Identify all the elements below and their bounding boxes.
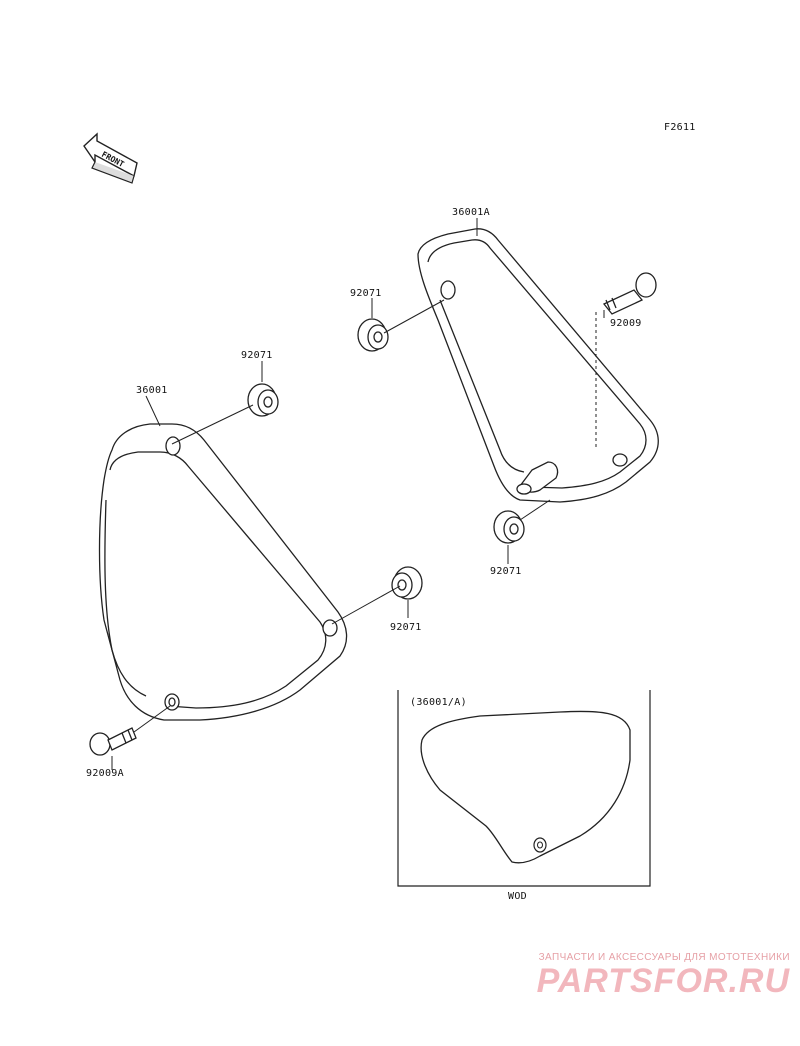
leader-lines: [111, 218, 605, 770]
part-label-92071-c: 92071: [490, 566, 522, 577]
left-side-cover: [98, 423, 348, 721]
diagram-code: F2611: [664, 122, 696, 133]
part-label-36001a: 36001A: [452, 207, 490, 218]
watermark-logo[interactable]: PARTSFOR.RU: [536, 962, 790, 1000]
inset-caption: WOD: [508, 891, 527, 902]
part-label-92071-d: 92071: [390, 622, 422, 633]
part-label-36001: 36001: [136, 385, 168, 396]
watermark-tagline: ЗАПЧАСТИ И АКСЕССУАРЫ ДЛЯ МОТОТЕХНИКИ: [538, 952, 790, 963]
part-label-92009a: 92009A: [86, 768, 124, 779]
inset-title: (36001/A): [410, 697, 467, 708]
part-label-92009: 92009: [610, 318, 642, 329]
inset-box: [397, 690, 651, 887]
right-side-cover: [417, 228, 659, 503]
bolt-icon: [89, 272, 657, 756]
part-label-92071-b: 92071: [241, 350, 273, 361]
front-arrow-icon: FRONT: [83, 132, 138, 184]
grommet-icon: [247, 318, 525, 600]
part-label-92071-a: 92071: [350, 288, 382, 299]
